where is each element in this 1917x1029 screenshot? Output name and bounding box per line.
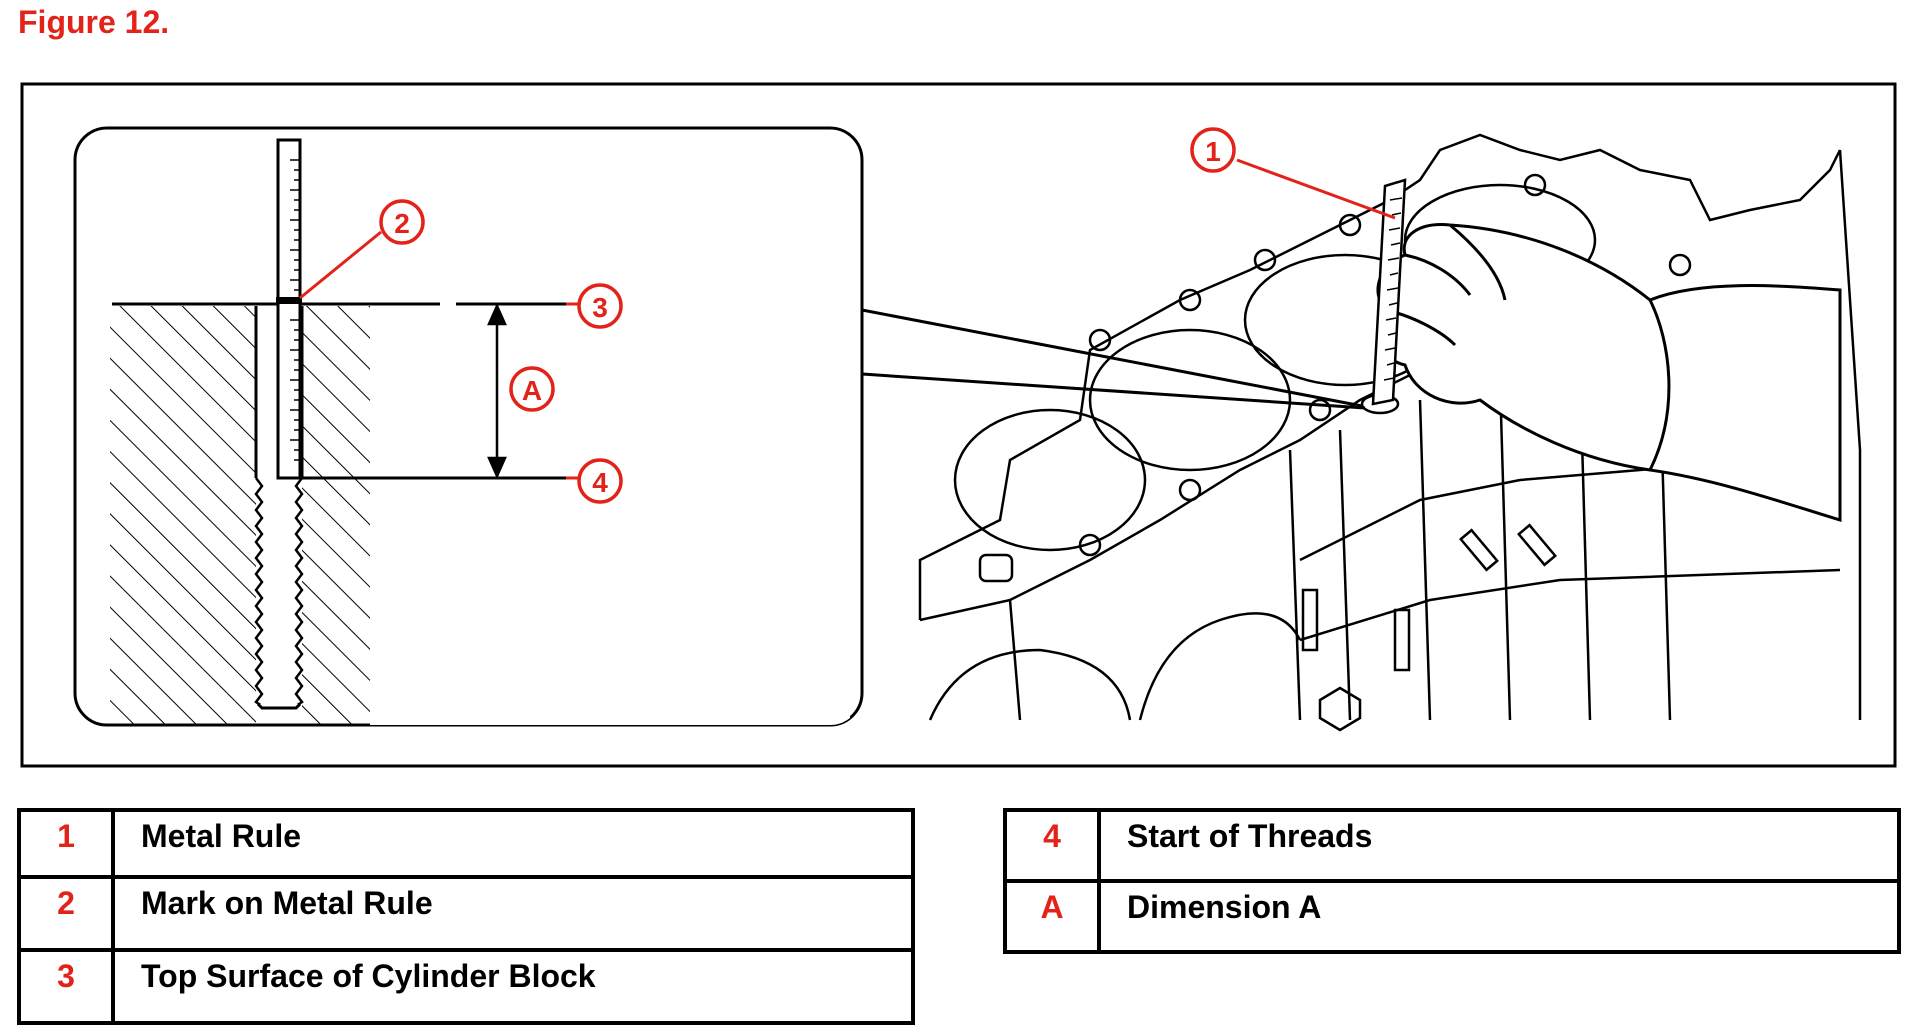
legend-table-right: 4 Start of Threads A Dimension A [1003,808,1901,954]
leader-1 [1236,158,1396,220]
svg-text:1: 1 [1205,136,1221,167]
legend-row: 1 Metal Rule [17,808,915,879]
callout-1: 1 [1190,127,1236,173]
callout-3: 3 [577,283,623,329]
zoom-connector [861,308,1366,410]
legend-row: 3 Top Surface of Cylinder Block [17,948,915,1025]
legend-label: Dimension A [1097,879,1901,954]
thread-right [294,477,304,708]
legend-number: 3 [17,948,115,1025]
legend-label: Metal Rule [111,808,915,879]
svg-text:2: 2 [394,208,410,239]
legend-number: 4 [1003,808,1101,883]
callout-a: A [509,366,555,412]
dimension-a-arrow [487,302,507,480]
legend-row: A Dimension A [1003,879,1901,954]
svg-text:A: A [522,375,542,406]
figure-frame [20,82,1897,768]
thread-left [254,477,264,708]
legend-number: 2 [17,875,115,952]
hand-holding-rule [1376,223,1842,523]
leader-2 [299,230,382,300]
metal-rule [276,138,302,480]
callout-2: 2 [379,199,425,245]
rule-mark [276,297,302,304]
legend-number: A [1003,879,1101,954]
legend-table-left: 1 Metal Rule 2 Mark on Metal Rule 3 Top … [17,808,915,1025]
cylinder-bore [953,408,1147,552]
legend-label: Start of Threads [1097,808,1901,883]
inset-detail [73,126,864,727]
legend-number: 1 [17,808,115,879]
svg-text:4: 4 [592,467,608,498]
legend-label: Top Surface of Cylinder Block [111,948,915,1025]
held-metal-rule [1371,178,1407,406]
legend-row: 2 Mark on Metal Rule [17,875,915,952]
svg-text:3: 3 [592,292,608,323]
figure-title: Figure 12. [18,4,170,40]
legend-label: Mark on Metal Rule [111,875,915,952]
legend-row: 4 Start of Threads [1003,808,1901,883]
callout-4: 4 [577,458,623,504]
cylinder-bore [1088,328,1292,472]
block-section-left [110,306,256,725]
